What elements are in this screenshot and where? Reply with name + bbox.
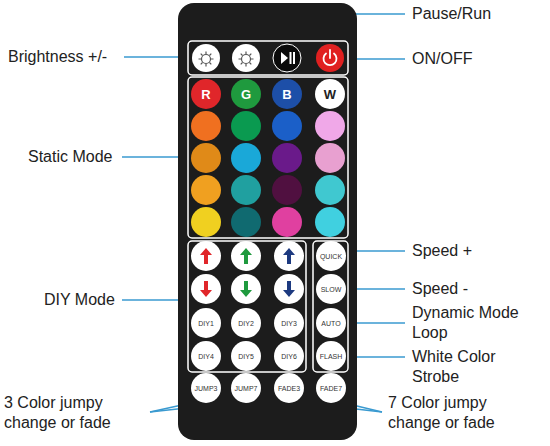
button-label: DIY3 <box>281 320 297 327</box>
power-button <box>316 44 344 72</box>
callout-label: 3 Color jumpy change or fade <box>4 393 144 433</box>
remote-button: FLASH <box>316 341 346 371</box>
button-label: DIY2 <box>238 320 254 327</box>
button-panels <box>188 41 348 372</box>
remote-button: SLOW <box>316 274 346 304</box>
diy-arrow-buttons <box>191 241 304 304</box>
remote-button: AUTO <box>316 308 346 338</box>
button-label: G <box>241 88 251 101</box>
callout-label: DIY Mode <box>44 290 115 310</box>
button-label: SLOW <box>321 286 342 293</box>
button-label: FLASH <box>320 353 343 360</box>
remote-button: QUICK <box>316 241 346 271</box>
remote-button: G <box>231 79 261 109</box>
button-label: DIY6 <box>281 353 297 360</box>
color-buttons <box>191 111 345 237</box>
button-label: DIY1 <box>198 320 214 327</box>
button-label: R <box>201 88 210 101</box>
callout-label: 7 Color jumpy change or fade <box>388 393 528 433</box>
remote-button: DIY1 <box>191 308 221 338</box>
button-label: JUMP3 <box>195 385 218 392</box>
button-label: FADE7 <box>320 385 342 392</box>
button-label: FADE3 <box>278 385 300 392</box>
remote-button: R <box>191 79 221 109</box>
remote-button: FADE7 <box>316 373 346 403</box>
brightness-buttons <box>192 44 260 72</box>
remote-button: DIY4 <box>191 341 221 371</box>
button-label: JUMP7 <box>235 385 258 392</box>
button-label: AUTO <box>321 320 340 327</box>
remote-button: JUMP3 <box>191 373 221 403</box>
remote-button: JUMP7 <box>231 373 261 403</box>
remote-button: DIY2 <box>231 308 261 338</box>
remote-button: DIY3 <box>274 308 304 338</box>
button-label: W <box>324 88 336 101</box>
button-label: B <box>282 88 291 101</box>
callout-label: Dynamic Mode Loop <box>412 303 542 343</box>
button-label: DIY4 <box>198 353 214 360</box>
remote-button: FADE3 <box>274 373 304 403</box>
callout-label: ON/OFF <box>412 49 472 69</box>
button-label: QUICK <box>320 253 342 260</box>
remote-button: B <box>272 79 302 109</box>
callout-label: Pause/Run <box>412 4 491 24</box>
callout-label: Brightness +/- <box>8 47 107 67</box>
remote-button: DIY5 <box>231 341 261 371</box>
callout-label: Speed - <box>412 279 468 299</box>
callout-label: Speed + <box>412 241 472 261</box>
pause-run-button <box>273 44 301 72</box>
callout-label: White Color Strobe <box>412 347 542 387</box>
remote-button: W <box>315 79 345 109</box>
button-label: DIY5 <box>238 353 254 360</box>
remote-button: DIY6 <box>274 341 304 371</box>
callout-label: Static Mode <box>28 147 112 167</box>
remote-body <box>178 3 357 440</box>
